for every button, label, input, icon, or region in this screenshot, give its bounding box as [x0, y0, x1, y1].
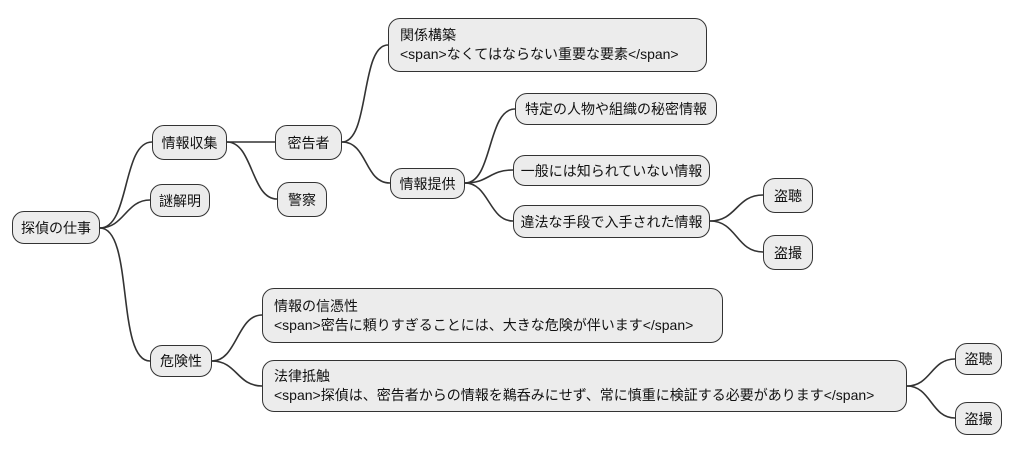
node-tosatsu-bottom: 盗撮: [955, 402, 1002, 435]
node-joho-teikyo: 情報提供: [390, 168, 465, 199]
node-kikensei: 危険性: [150, 345, 212, 377]
edge-iho-to-tosatsu-top: [709, 220, 764, 253]
node-joho-shinpyosei-subtitle: <span>密告に頼りすぎることには、大きな危険が伴います</span>: [274, 316, 694, 333]
node-joho-shinpyosei-title: 情報の信憑性: [274, 297, 358, 314]
edge-mikkokusha-to-joho-teikyo: [341, 141, 391, 184]
edge-kikensei-to-horitsu: [211, 360, 263, 387]
node-root: 探偵の仕事: [12, 211, 100, 244]
node-horitsu-teishoku: 法律抵触 <span>探偵は、密告者からの情報を鵜呑みにせず、常に慎重に検証する…: [262, 360, 907, 412]
node-horitsu-teishoku-title: 法律抵触: [274, 368, 330, 384]
edge-joho-teikyo-to-tokutei: [464, 108, 516, 184]
node-tocho-top: 盗聴: [763, 178, 813, 213]
edge-iho-to-tocho-top: [709, 194, 764, 222]
node-horitsu-teishoku-subtitle: <span>探偵は、密告者からの情報を鵜呑みにせず、常に慎重に検証する必要があり…: [274, 387, 875, 403]
edge-root-to-kikensei: [99, 227, 151, 362]
node-tosatsu-top: 盗撮: [763, 235, 813, 270]
edge-mikkokusha-to-kankei: [341, 44, 389, 143]
node-joho-shinpyosei: 情報の信憑性 <span>密告に頼りすぎることには、大きな危険が伴います</sp…: [262, 288, 723, 343]
node-ippan-joho: 一般には知られていない情報: [513, 155, 710, 186]
edge-root-to-joho-shushu: [99, 141, 153, 229]
node-nazo-kaimei: 謎解明: [150, 184, 210, 217]
node-tokutei-joho: 特定の人物や組織の秘密情報: [515, 93, 717, 125]
edge-joho-teikyo-to-ippan: [464, 169, 514, 184]
edge-joho-shushu-to-keisatsu: [226, 141, 278, 200]
node-kankei-kochiku: 関係構築 <span>なくてはならない重要な要素</span>: [388, 18, 707, 72]
node-mikkokusha: 密告者: [275, 125, 342, 160]
edge-horitsu-to-tocho-bottom: [906, 358, 956, 387]
node-kankei-kochiku-title: 関係構築: [400, 27, 456, 43]
node-tocho-bottom: 盗聴: [955, 343, 1002, 375]
node-keisatsu: 警察: [277, 182, 327, 217]
edge-horitsu-to-tosatsu-bottom: [906, 385, 956, 419]
node-iho-joho: 違法な手段で入手された情報: [513, 205, 710, 238]
edge-root-to-nazo-kaimei: [99, 199, 151, 229]
edge-kikensei-to-shinpyosei: [211, 314, 263, 362]
node-joho-shushu: 情報収集: [152, 125, 227, 160]
edge-joho-teikyo-to-iho: [464, 182, 514, 222]
node-kankei-kochiku-subtitle: <span>なくてはならない重要な要素</span>: [400, 46, 679, 62]
